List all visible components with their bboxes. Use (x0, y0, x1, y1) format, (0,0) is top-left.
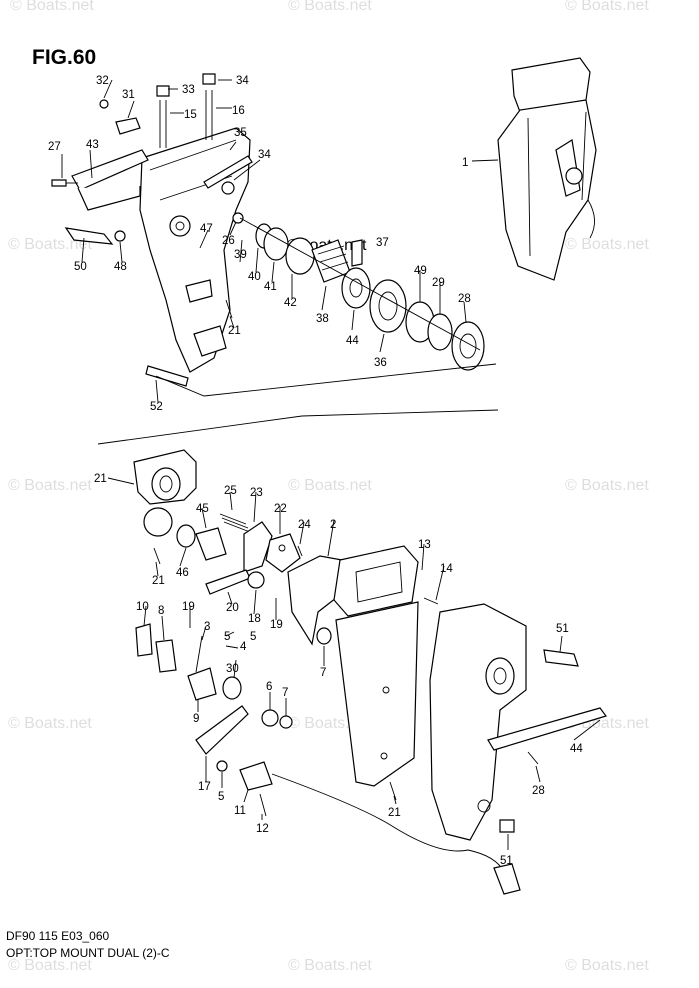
callout: 1 (462, 157, 468, 169)
figure-caption: OPT:TOP MOUNT DUAL (2)-C (6, 946, 170, 960)
watermark: © Boats.net (288, 957, 372, 974)
callout: 14 (440, 563, 453, 575)
callout: 21 (94, 473, 107, 485)
lower-assembly (133, 449, 607, 895)
callout: 20 (226, 602, 239, 614)
callout: 5 (218, 791, 224, 803)
callout: 28 (458, 293, 471, 305)
callout: 21 (228, 325, 241, 337)
callout: 30 (226, 663, 239, 675)
callout: 35 (234, 127, 247, 139)
callout: 51 (556, 623, 569, 635)
callout: 41 (264, 281, 277, 293)
callout: 48 (114, 261, 127, 273)
callout: 25 (224, 485, 237, 497)
callout: 33 (182, 84, 195, 96)
callout: 38 (316, 313, 329, 325)
callout: 22 (274, 503, 287, 515)
callout: 11 (234, 805, 246, 817)
callout: 17 (198, 781, 211, 793)
callout: 19 (182, 601, 195, 613)
callout: 36 (374, 357, 387, 369)
callout: 47 (200, 223, 213, 235)
watermark: © Boats.net (10, 0, 94, 14)
callout: 40 (248, 271, 261, 283)
model-code: DF90 115 E03_060 (6, 929, 110, 943)
callout: 32 (96, 75, 109, 87)
watermark: © Boats.net (288, 0, 372, 14)
figure-title: FIG.60 (32, 46, 96, 69)
leader-line (155, 363, 497, 397)
callout: 4 (240, 641, 247, 653)
leader-lines (61, 79, 601, 850)
callout: 3 (204, 621, 210, 633)
callout: 52 (150, 401, 163, 413)
callout: 21 (152, 575, 165, 587)
callout: 28 (532, 785, 545, 797)
callout: 49 (414, 265, 427, 277)
callout: 6 (266, 681, 272, 693)
callout: 13 (418, 539, 431, 551)
callout: 8 (158, 605, 164, 617)
callout: 31 (122, 89, 135, 101)
callout: 37 (376, 237, 389, 249)
callout: 51 (500, 855, 513, 867)
watermark: © Boats.net (565, 0, 649, 14)
callout: 23 (250, 487, 263, 499)
callout: 27 (48, 141, 61, 153)
callout: 34 (258, 149, 271, 161)
watermark: © Boats.net (8, 715, 92, 732)
callout: 42 (284, 297, 297, 309)
callout: 26 (222, 235, 235, 247)
callout: 44 (570, 743, 583, 755)
callout: 16 (232, 105, 245, 117)
callout: 19 (270, 619, 283, 631)
callout-labels: 1 2 3 4 5 5 5 6 7 7 8 9 10 11 12 13 14 1… (48, 75, 583, 867)
control-box (497, 57, 597, 281)
watermark: © Boats.net (8, 236, 92, 253)
callout: 21 (388, 807, 401, 819)
callout: 29 (432, 277, 445, 289)
callout: 5 (224, 631, 230, 643)
callout: 34 (236, 75, 249, 87)
callout: 50 (74, 261, 87, 273)
watermark: © Boats.net (565, 236, 649, 253)
callout: 10 (136, 601, 149, 613)
callout: 15 (184, 109, 197, 121)
watermark: © Boats.net (565, 957, 649, 974)
callout: 9 (193, 713, 199, 725)
callout: 7 (282, 687, 288, 699)
watermark: © Boats.net (565, 477, 649, 494)
callout: 39 (234, 249, 247, 261)
callout: 45 (196, 503, 209, 515)
leader-line (97, 409, 499, 445)
callout: 5 (250, 631, 256, 643)
callout: 46 (176, 567, 189, 579)
watermark: © Boats.net (8, 957, 92, 974)
callout: 12 (256, 823, 269, 835)
watermark: © Boats.net (8, 477, 92, 494)
callout: 18 (248, 613, 261, 625)
upper-assembly (51, 73, 485, 387)
callout: 24 (298, 519, 311, 531)
callout: 44 (346, 335, 359, 347)
watermark: © Boats.net (288, 477, 372, 494)
callout: 7 (320, 667, 326, 679)
callout: 2 (330, 519, 336, 531)
callout: 43 (86, 139, 99, 151)
